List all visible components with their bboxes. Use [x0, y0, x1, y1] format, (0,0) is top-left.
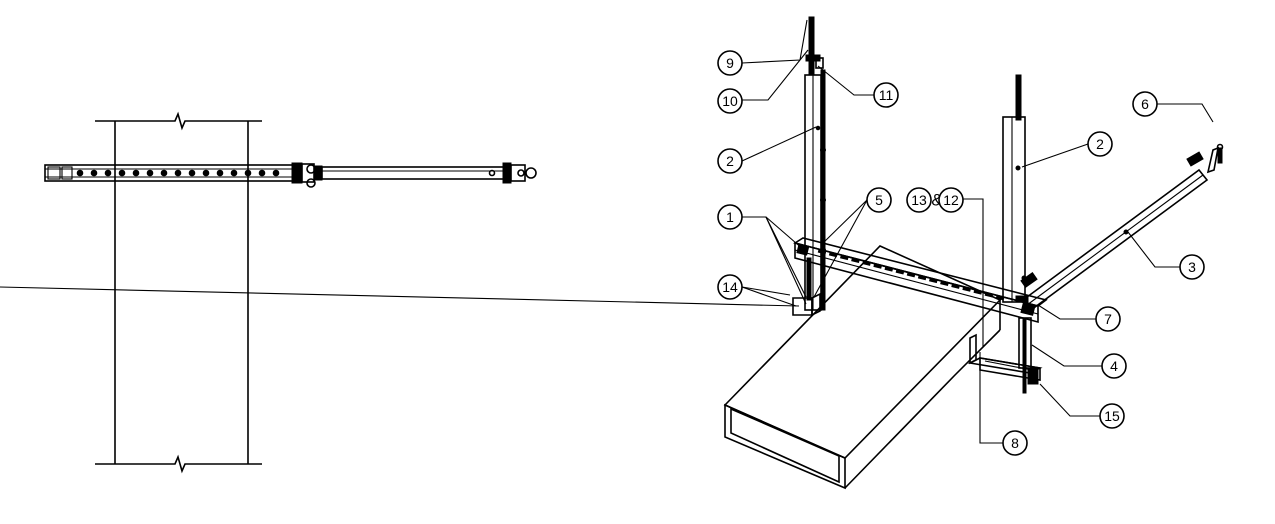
- channel-hole: [230, 169, 238, 177]
- svg-text:15: 15: [1104, 408, 1120, 424]
- plan-end-fitting: [502, 162, 537, 184]
- channel-hole: [132, 169, 140, 177]
- svg-text:2: 2: [726, 153, 734, 169]
- break-line-bottom: [95, 454, 262, 474]
- svg-text:1: 1: [726, 209, 734, 225]
- svg-text:6: 6: [1141, 96, 1149, 112]
- plan-clamp: [291, 162, 323, 188]
- balloon-9: 9: [717, 50, 743, 76]
- diagonal-brace: [1021, 168, 1209, 312]
- channel-hole: [188, 169, 196, 177]
- channel-hole: [272, 169, 280, 177]
- svg-text:12: 12: [943, 192, 959, 208]
- channel-hole: [90, 169, 98, 177]
- balloon-13: 13: [906, 187, 932, 213]
- channel-slot: [862, 261, 871, 266]
- channel-hole: [76, 169, 84, 177]
- svg-text:5: 5: [875, 192, 883, 208]
- bottom-angle-left: [792, 257, 821, 317]
- upper-bracket: [1186, 143, 1224, 174]
- channel-slot: [817, 249, 827, 255]
- svg-text:10: 10: [722, 93, 738, 109]
- balloon-4: 4: [1101, 353, 1127, 379]
- channel-slot: [940, 281, 949, 287]
- channel-hole: [174, 169, 182, 177]
- channel-slot: [828, 252, 838, 258]
- channel-hole: [160, 169, 168, 177]
- balloon-3: 3: [1179, 254, 1205, 280]
- cross-channel: [792, 237, 1048, 324]
- svg-text:11: 11: [879, 87, 894, 103]
- svg-text:3: 3: [1188, 259, 1196, 275]
- channel-hole: [216, 169, 224, 177]
- balloon-2-left: 2: [717, 148, 743, 174]
- leader-lines: [0, 19, 1214, 444]
- threaded-rod-left: [805, 16, 824, 76]
- channel-slot: [917, 275, 927, 281]
- lower-brace-connector: [1015, 272, 1038, 303]
- svg-text:13: 13: [911, 192, 927, 208]
- svg-text:8: 8: [1011, 435, 1019, 451]
- channel-hole: [258, 169, 266, 177]
- svg-text:4: 4: [1110, 358, 1118, 374]
- channel-slot: [895, 269, 905, 275]
- balloon-14: 14: [717, 274, 743, 300]
- strut-left: [804, 69, 826, 311]
- strut-right: [1002, 74, 1027, 303]
- channel-slot: [873, 263, 882, 269]
- channel-slot: [962, 286, 971, 292]
- svg-text:2: 2: [1096, 136, 1104, 152]
- channel-slot: [851, 258, 860, 264]
- cross-channel-holes: [817, 249, 1005, 301]
- channel-slot: [840, 255, 849, 261]
- duct: [723, 245, 1002, 490]
- balloon-6: 6: [1132, 91, 1158, 117]
- plan-view: [44, 111, 537, 474]
- balloon-8: 8: [1002, 430, 1028, 456]
- plan-channel-holes: [76, 169, 280, 177]
- break-line-top: [95, 111, 262, 131]
- channel-hole: [104, 169, 112, 177]
- balloon-12: 12: [938, 187, 964, 213]
- balloon-5: 5: [866, 187, 892, 213]
- channel-slot: [906, 272, 916, 278]
- channel-hole: [146, 169, 154, 177]
- plan-brace: [321, 166, 511, 180]
- svg-text:7: 7: [1104, 311, 1112, 327]
- balloon-10: 10: [717, 88, 743, 114]
- svg-text:14: 14: [722, 279, 738, 295]
- balloon-1: 1: [717, 204, 743, 230]
- channel-slot: [951, 284, 960, 289]
- balloon-2-right: 2: [1087, 131, 1113, 157]
- channel-hole: [202, 169, 210, 177]
- channel-slot: [973, 289, 982, 295]
- channel-slot: [984, 292, 994, 298]
- channel-slot: [929, 278, 938, 284]
- channel-hole: [118, 169, 126, 177]
- balloon-7: 7: [1095, 306, 1121, 332]
- channel-hole: [244, 169, 252, 177]
- channel-slot: [995, 295, 1005, 301]
- channel-slot: [884, 266, 893, 272]
- balloon-11: 11: [873, 82, 899, 108]
- svg-text:9: 9: [726, 55, 734, 71]
- balloon-15: 15: [1099, 403, 1125, 429]
- isometric-view: 9 10 11 2 2 6 5 13 &: [0, 16, 1224, 490]
